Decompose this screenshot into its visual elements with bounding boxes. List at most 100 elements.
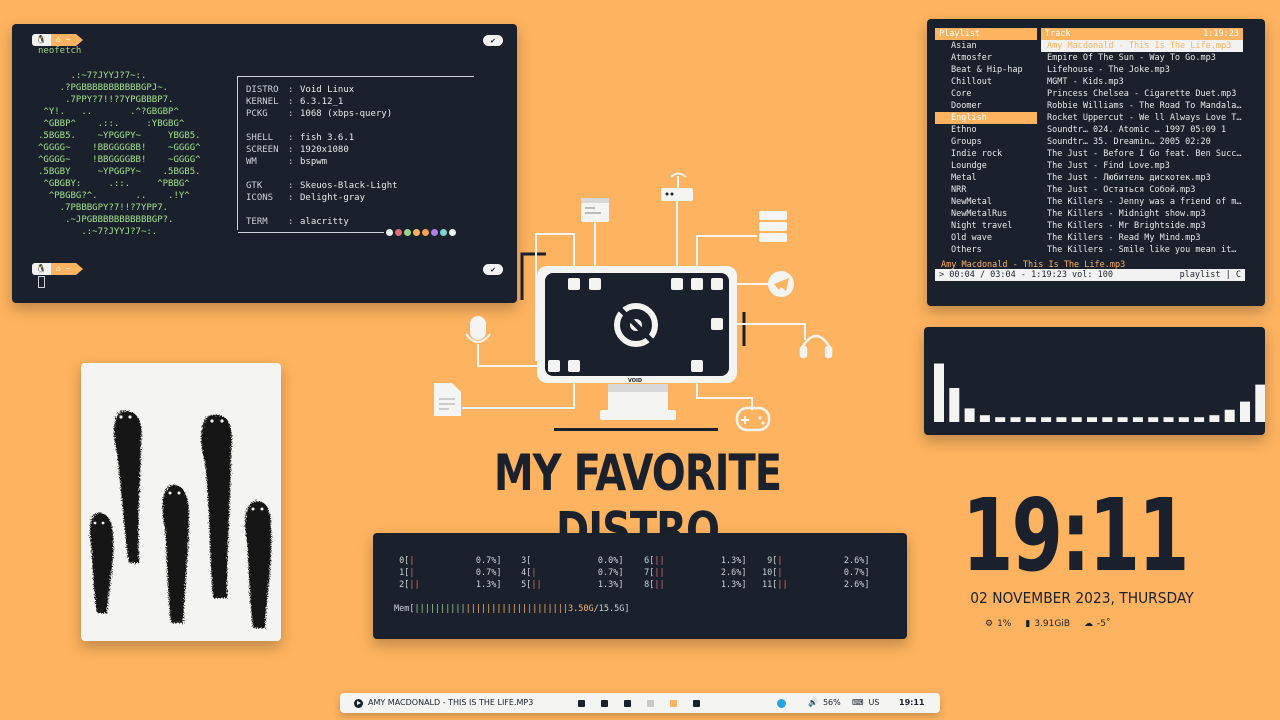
void-ascii-logo: .:~7?JYYJ?7~:. .?PGBBBBBBBBBBBGPJ~. .7PP… xyxy=(38,71,201,237)
track-item[interactable]: The Killers - Smile like you mean it… xyxy=(1047,245,1237,255)
terminal-cursor[interactable] xyxy=(38,276,45,288)
track-item[interactable]: MGMT - Kids.mp3 xyxy=(1047,77,1124,87)
status-bar: AMY MACDONALD - THIS IS THE LIFE.MP3 🔊56… xyxy=(340,693,940,713)
playlist-item[interactable]: Night travel xyxy=(951,221,1013,231)
track-item[interactable]: Empire Of The Sun - Way To Go.mp3 xyxy=(1047,53,1216,63)
playlist-item[interactable]: Loundge xyxy=(951,161,987,171)
now-playing: Amy Macdonald - This Is The Life.mp3 xyxy=(941,260,1126,270)
workspace-3[interactable] xyxy=(624,699,631,707)
playlist-item[interactable]: English xyxy=(935,112,1037,124)
telegram-icon[interactable] xyxy=(777,698,786,708)
cpu-meter: 3[ 0.0%] xyxy=(516,556,624,566)
telegram-icon xyxy=(768,271,794,297)
playlist-item[interactable]: Metal xyxy=(951,173,977,183)
prompt-bottom: 🐧 ⌂ ~ xyxy=(32,263,84,275)
track-item[interactable]: The Just - Остаться Собой.mp3 xyxy=(1047,185,1196,195)
visualizer-bar xyxy=(1224,409,1235,422)
visualizer-bar xyxy=(949,388,960,422)
visualizer-bar xyxy=(1071,417,1082,422)
track-item[interactable]: Robbie Williams - The Road To Mandala… xyxy=(1047,101,1242,111)
track-item[interactable]: The Killers - Jenny was a friend of m… xyxy=(1047,197,1242,207)
playlist-item[interactable]: Doomer xyxy=(951,101,982,111)
ram-stat: ▮3.91GiB xyxy=(1025,619,1071,629)
home-icon: ⌂ ~ xyxy=(50,34,77,46)
workspace-4[interactable] xyxy=(647,699,654,707)
visualizer-bar xyxy=(1194,417,1205,422)
cpu-meter: 2[|| 1.3%] xyxy=(394,580,502,590)
palette-dot xyxy=(404,229,411,236)
cpu-meter: 9[| 2.6%] xyxy=(762,556,870,566)
playlist-item[interactable]: Ethno xyxy=(951,125,977,135)
info-row: PCKG:1068 (xbps-query) xyxy=(246,109,393,119)
cpu-meter: 1[| 0.7%] xyxy=(394,568,502,578)
track-item[interactable]: Soundtr… 024. Atomic … 1997 05:09 1 xyxy=(1047,125,1227,135)
memory-icon: ▮ xyxy=(1025,619,1031,629)
workspace-2[interactable] xyxy=(601,699,608,707)
track-item[interactable]: The Killers - Midnight show.mp3 xyxy=(1047,209,1206,219)
visualizer-bar xyxy=(964,408,975,422)
cpu-meter: 0[| 0.7%] xyxy=(394,556,502,566)
palette-dot xyxy=(413,229,420,236)
track-item[interactable]: Rocket Uppercut - We ll Always Love T… xyxy=(1047,113,1242,123)
track-item[interactable]: The Killers - Read My Mind.mp3 xyxy=(1047,233,1201,243)
palette-dot xyxy=(431,229,438,236)
playlist-item[interactable]: Core xyxy=(951,89,972,99)
visualizer-bar xyxy=(979,415,990,422)
playlist-item[interactable]: NewMetal xyxy=(951,197,992,207)
system-stats: ⚙1% ▮3.91GiB ☁-5˚ xyxy=(985,619,1111,629)
track-item[interactable]: The Killers - Mr Brightside.mp3 xyxy=(1047,221,1206,231)
palette-dot xyxy=(386,229,393,236)
keyboard-layout[interactable]: ⌨US xyxy=(852,693,879,713)
track-item[interactable]: Amy Macdonald - This Is The Life.mp3 xyxy=(1041,40,1243,52)
info-row: KERNEL:6.3.12_1 xyxy=(246,97,344,107)
media-widget[interactable]: AMY MACDONALD - THIS IS THE LIFE.MP3 xyxy=(354,693,533,713)
playlist-item[interactable]: Atmosfer xyxy=(951,53,992,63)
playlist-item[interactable]: Groups xyxy=(951,137,982,147)
track-item[interactable]: Princess Chelsea - Cigarette Duet.mp3 xyxy=(1047,89,1237,99)
workspace-1[interactable] xyxy=(578,699,585,707)
workspace-6[interactable] xyxy=(693,699,700,707)
visualizer-bar xyxy=(1148,417,1159,422)
playlist-item[interactable]: Old wave xyxy=(951,233,992,243)
bar-clock: 19:11 xyxy=(899,698,925,707)
playlist-item[interactable]: NRR xyxy=(951,185,967,195)
track-item[interactable]: Soundtr… 35. Dreamin… 2005 02:20 xyxy=(1047,137,1211,147)
visualizer-bar xyxy=(1209,415,1220,422)
info-row: ICONS:Delight-gray xyxy=(246,193,366,203)
server-icon xyxy=(759,211,787,242)
volume-widget[interactable]: 🔊56% xyxy=(808,693,841,713)
workspace-5[interactable] xyxy=(670,699,677,707)
terminal-window[interactable]: 🐧 ⌂ ~ ✔ neofetch .:~7?JYYJ?7~:. .?PGBBBB… xyxy=(12,24,517,303)
track-item[interactable]: Lifehouse - The Joke.mp3 xyxy=(1047,65,1170,75)
visualizer-bar xyxy=(934,363,944,422)
status-check-icon: ✔ xyxy=(483,35,503,46)
visualizer-bar xyxy=(1087,417,1097,422)
track-item[interactable]: The Just - Любитель дискотек.mp3 xyxy=(1047,173,1211,183)
track-item[interactable]: The Just - Find Love.mp3 xyxy=(1047,161,1170,171)
playlist-item[interactable]: NewMetalRus xyxy=(951,209,1008,219)
cpu-icon: ⚙ xyxy=(985,619,994,629)
visualizer-bar xyxy=(1117,417,1128,422)
playlist-item[interactable]: Beat & Hip-hap xyxy=(951,65,1023,75)
visualizer-bar xyxy=(1102,417,1113,422)
palette-dot xyxy=(422,229,429,236)
track-item[interactable]: The Just - Before I Go feat. Ben Succ… xyxy=(1047,149,1242,159)
htop-monitor: 0[| 0.7%] 1[| 0.7%] 2[|| 1.3%] 3[ 0.0%] … xyxy=(373,533,907,639)
playlist-item[interactable]: Chillout xyxy=(951,77,992,87)
cpu-meter: 4[| 0.7%] xyxy=(516,568,624,578)
headphones-icon xyxy=(799,334,833,359)
visualizer-bar xyxy=(1178,417,1189,422)
info-frame-bottom xyxy=(238,232,384,233)
play-icon[interactable] xyxy=(354,698,363,708)
info-row: SCREEN:1920x1080 xyxy=(246,145,349,155)
document-icon xyxy=(434,383,461,416)
playlist-item[interactable]: Indie rock xyxy=(951,149,1003,159)
cpu-stat: ⚙1% xyxy=(985,619,1012,629)
playlist-item[interactable]: Asian xyxy=(951,41,977,51)
svg-text:VOID: VOID xyxy=(628,378,642,384)
playlist-item[interactable]: Others xyxy=(951,245,982,255)
cpu-meter: 5[|| 1.3%] xyxy=(516,580,624,590)
home-icon: ⌂ ~ xyxy=(50,263,77,275)
